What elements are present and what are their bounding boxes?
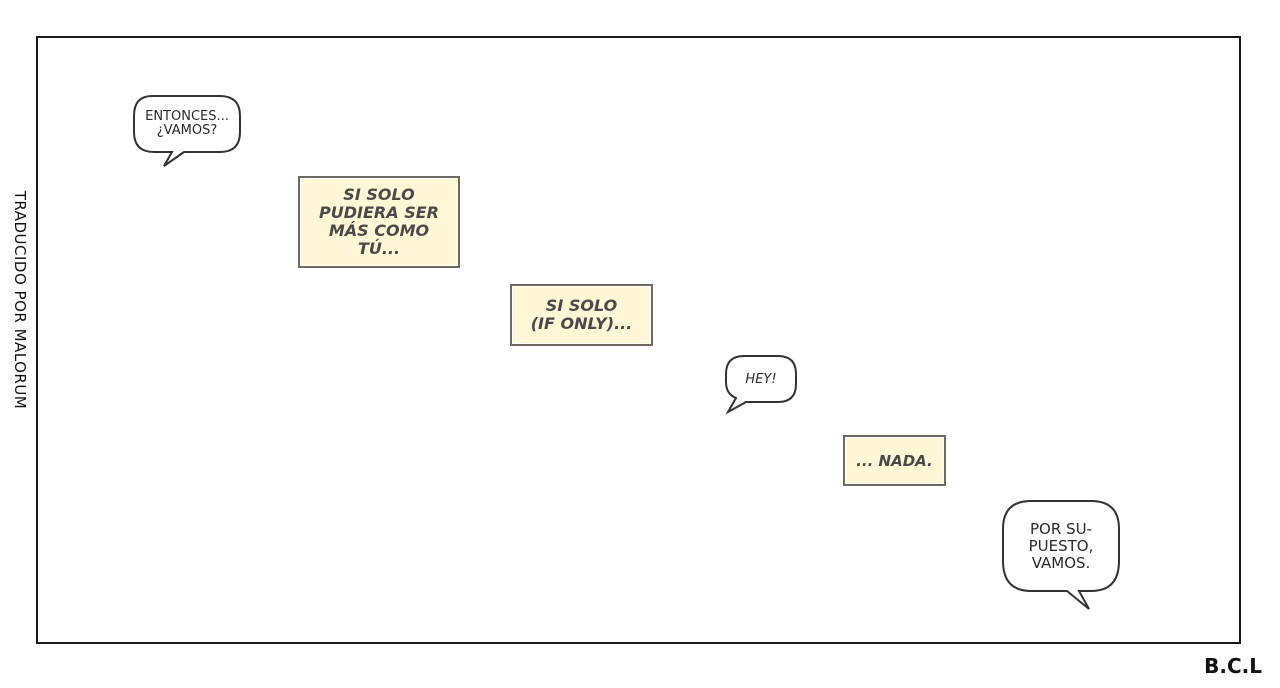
speech-bubble-2: HEY! xyxy=(724,354,800,415)
speech-bubble-2-shape xyxy=(725,355,797,415)
group-credit: B.C.L xyxy=(1204,654,1262,678)
speech-bubble-3-text: POR SU- PUESTO, VAMOS. xyxy=(1028,519,1094,572)
speech-bubble-1-shape xyxy=(133,95,241,167)
speech-bubble-3: POR SU- PUESTO, VAMOS. xyxy=(1001,499,1123,611)
speech-bubble-1-text: ENTONCES... ¿VAMOS? xyxy=(145,109,229,138)
caption-box-1: SI SOLO PUDIERA SER MÁS COMO TÚ... xyxy=(298,176,460,268)
speech-bubble-1: ENTONCES... ¿VAMOS? xyxy=(132,94,242,168)
translator-credit: TRADUCIDO POR MALORUM xyxy=(11,190,29,410)
speech-bubble-2-text: HEY! xyxy=(745,371,777,387)
speech-bubble-3-shape xyxy=(1002,500,1120,610)
caption-box-3: ... NADA. xyxy=(843,435,946,486)
caption-box-2: SI SOLO (IF ONLY)... xyxy=(510,284,653,346)
